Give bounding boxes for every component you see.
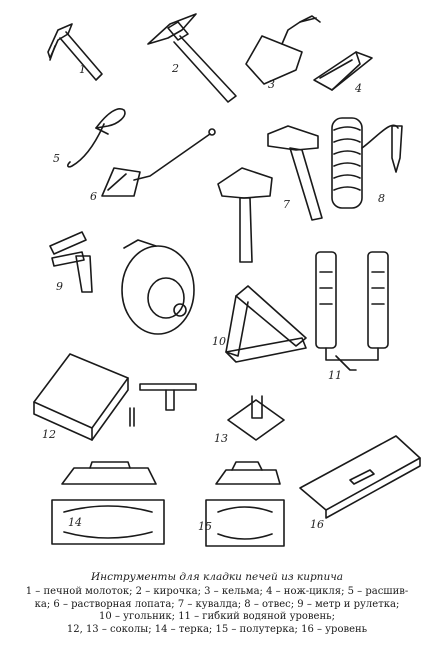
trowel-drawing [245,15,321,85]
figure-number-3: 3 [268,78,275,91]
figure-number-15: 15 [198,520,212,533]
caption-legend-line: ка; 6 – растворная лопата; 7 – кувалда; … [34,598,400,610]
hawk-board-drawing [33,353,197,441]
figure-number-11: 11 [328,369,342,382]
caption-legend-line: 12, 13 – соколы; 14 – терка; 15 – полуте… [66,623,368,635]
sledgehammer-drawing [217,125,323,263]
figure-number-5: 5 [53,152,60,165]
figure-number-4: 4 [354,82,362,95]
caption-title: Инструменты для кладки печей из кирпича [91,571,343,583]
figure-number-6: 6 [90,190,97,203]
caption-legend-line: 1 – печной молоток; 2 – кирочка; 3 – кел… [25,586,409,597]
figure-number-12: 12 [42,428,56,441]
figure-number-14: 14 [68,516,82,529]
spirit-level-drawing [299,435,421,519]
carpenters-square-drawing [225,285,307,363]
figure-number-1: 1 [79,63,86,76]
stove-hammer-drawing [47,23,103,81]
figure-caption: Инструменты для кладки печей из кирпича … [0,571,434,636]
tools-illustration: 1 2 3 4 5 6 7 8 9 10 11 12 13 14 15 16 [33,13,421,547]
jointer-drawing [67,108,126,168]
figure-number-16: 16 [310,518,324,531]
small-hawk-drawing [227,395,285,441]
figure-number-8: 8 [378,192,385,205]
figure-number-13: 13 [214,432,228,445]
ruler-and-tape-drawing [49,231,195,335]
figure-number-2: 2 [171,62,179,75]
mortar-shovel-drawing [101,128,216,197]
caption-legend-line: 10 – угольник; 11 – гибкий водяной урове… [99,611,335,623]
half-float-drawing [205,461,285,547]
pick-drawing [147,13,237,103]
water-level-drawing [315,251,389,371]
figure-number-10: 10 [212,335,226,348]
plumb-line-drawing [331,117,403,209]
figure-number-9: 9 [56,280,63,293]
scraper-knife-drawing [313,51,373,91]
figure-number-7: 7 [283,198,290,211]
float-drawing [51,461,165,545]
